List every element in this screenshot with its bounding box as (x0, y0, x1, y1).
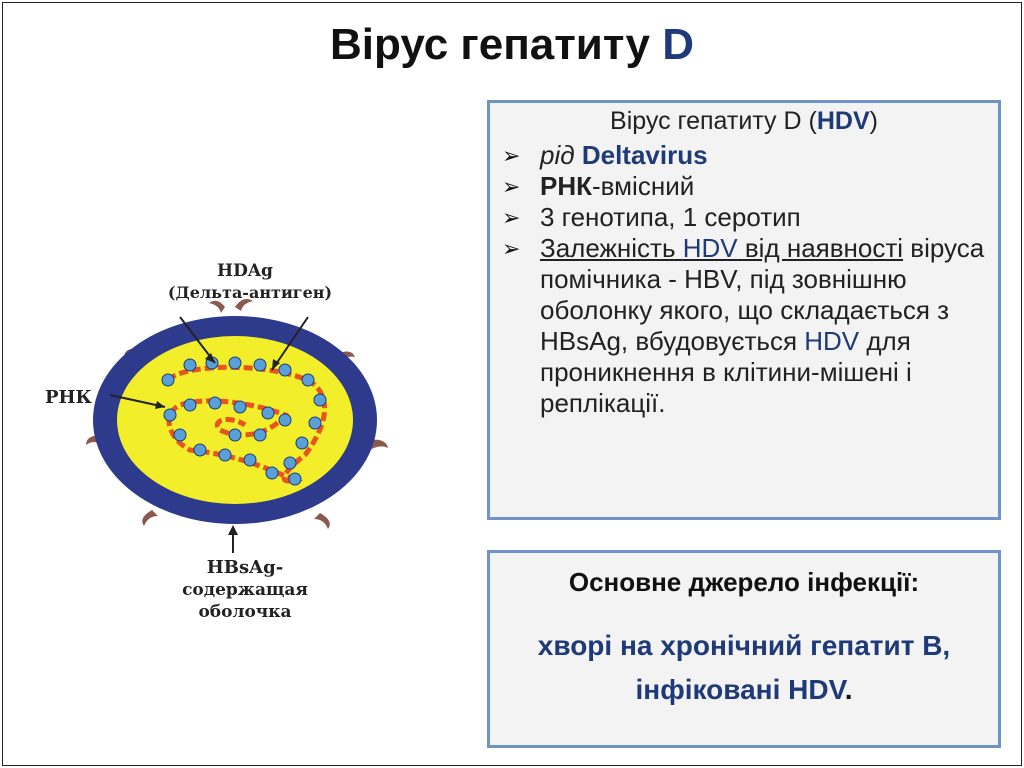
hbsag-label-1: HBsAg- (207, 557, 283, 578)
slide-title: Вірус гепатиту D (0, 20, 1024, 70)
delta-antigen-label: (Дельта-антиген) (168, 283, 332, 302)
list-item: ➢ Залежність HDV від наявності віруса по… (502, 233, 998, 419)
info-list: ➢ рід Deltavirus ➢ РНК-вмісний ➢ 3 генот… (490, 140, 998, 419)
dependency-underlined: Залежність HDV від наявності (540, 233, 903, 263)
list-item: ➢ 3 генотипа, 1 серотип (502, 202, 998, 233)
info-box: Вірус гепатиту D (HDV) ➢ рід Deltavirus … (487, 100, 1001, 520)
arrow-bullet-icon: ➢ (502, 171, 520, 202)
title-text: Вірус гепатиту (330, 20, 662, 69)
heading-abbr: HDV (817, 107, 870, 135)
rna-label: РНК (540, 171, 592, 201)
genus-label: рід (540, 140, 582, 170)
source-text-wrap: хворі на хронічний гепатит В, інфіковані… (490, 624, 998, 712)
source-period: . (845, 674, 853, 705)
source-box: Основне джерело інфекції: хворі на хроні… (487, 550, 1001, 748)
arrow-bullet-icon: ➢ (502, 233, 520, 264)
dependency-start: Залежність (540, 233, 683, 263)
info-box-heading: Вірус гепатиту D (HDV) (490, 107, 998, 136)
rna-label: РНК (45, 387, 93, 408)
title-accent: D (662, 20, 694, 69)
heading-suffix: ) (870, 107, 878, 135)
dependency-abbr-2: HDV (804, 326, 859, 356)
dependency-abbr: HDV (683, 233, 738, 263)
arrow-bullet-icon: ➢ (502, 140, 520, 171)
heading-prefix: Вірус гепатиту D ( (610, 107, 817, 135)
rna-rest: -вмісний (592, 171, 694, 201)
list-item: ➢ рід Deltavirus (502, 140, 998, 171)
genotype-text: 3 генотипа, 1 серотип (540, 202, 801, 232)
hbsag-label-2: содержащая (182, 580, 308, 600)
dependency-end: від наявності (738, 233, 903, 263)
genus-value: Deltavirus (582, 140, 708, 170)
hdag-label: HDAg (217, 261, 273, 281)
hbsag-label-3: оболочка (198, 602, 291, 622)
virus-diagram: HDAg (Дельта-антиген) РНК HBsAg- содержа… (40, 255, 420, 625)
list-item: ➢ РНК-вмісний (502, 171, 998, 202)
arrow-bullet-icon: ➢ (502, 202, 520, 233)
source-heading: Основне джерело інфекції: (490, 567, 998, 598)
source-text: хворі на хронічний гепатит В, інфіковані… (538, 630, 950, 705)
